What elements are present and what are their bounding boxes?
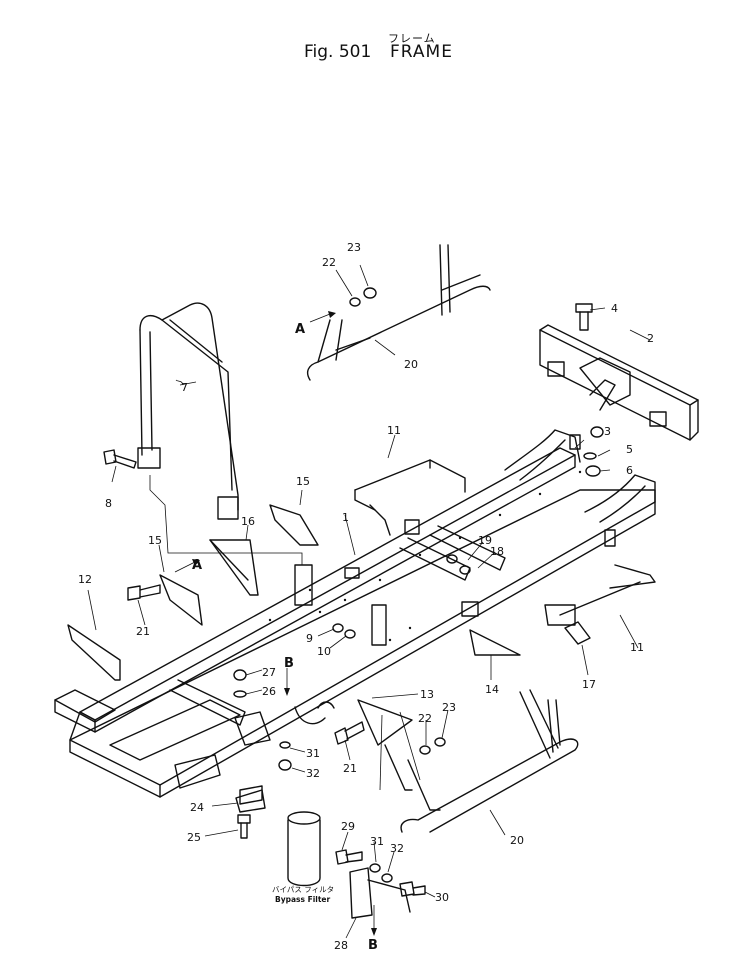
part-label-20b: 20 <box>510 834 524 847</box>
part-label-22a: 22 <box>322 256 336 269</box>
part-label-14: 14 <box>485 683 499 696</box>
part-label-15b: 15 <box>148 534 162 547</box>
part-label-6: 6 <box>626 464 633 477</box>
part-label-24: 24 <box>190 801 204 814</box>
part-label-28: 28 <box>334 939 348 952</box>
part-label-17: 17 <box>582 678 596 691</box>
part-label-30: 30 <box>435 891 449 904</box>
part-label-9: 9 <box>306 632 313 645</box>
part-label-31b: 31 <box>370 835 384 848</box>
part-label-20a: 20 <box>404 358 418 371</box>
leader-lines <box>87 264 639 939</box>
part-label-18: 18 <box>490 545 504 558</box>
part-label-25: 25 <box>187 831 201 844</box>
part-label-21a: 21 <box>136 625 150 638</box>
part-label-A-mid: A <box>192 558 202 573</box>
figure-title: FRAME <box>390 42 453 62</box>
part-label-4: 4 <box>611 302 618 315</box>
part-label-12: 12 <box>78 573 92 586</box>
title-japanese: フレーム <box>388 32 436 45</box>
part-labels: 23 22 A 20 4 2 7 3 11 5 6 8 15 1 16 19 1… <box>78 241 654 953</box>
lower-rail-drawing <box>400 689 579 833</box>
part-label-B-bottom: B <box>368 938 378 953</box>
part-label-26: 26 <box>262 685 276 698</box>
part-label-19: 19 <box>478 534 492 547</box>
part-label-7: 7 <box>181 381 188 394</box>
part-label-B-mid: B <box>284 656 294 671</box>
part-label-3: 3 <box>604 425 611 438</box>
part-label-13: 13 <box>420 688 434 701</box>
part-label-15a: 15 <box>296 475 310 488</box>
part-label-10: 10 <box>317 645 331 658</box>
part-label-5: 5 <box>626 443 633 456</box>
part-label-11a: 11 <box>387 424 401 437</box>
part-label-8: 8 <box>105 497 112 510</box>
part-label-23b: 23 <box>442 701 456 714</box>
part-label-22b: 22 <box>418 712 432 725</box>
bypass-filter-label-en: Bypass Filter <box>275 895 331 904</box>
upper-rail-drawing <box>306 244 491 381</box>
part-label-11b: 11 <box>630 641 644 654</box>
brackets-drawing <box>67 459 656 811</box>
main-frame-drawing <box>54 429 656 805</box>
part-label-A-top: A <box>295 322 305 337</box>
part-label-2: 2 <box>647 332 654 345</box>
part-label-29: 29 <box>341 820 355 833</box>
part-label-21b: 21 <box>343 762 357 775</box>
handrail-drawing <box>137 302 303 565</box>
part-label-23a: 23 <box>347 241 361 254</box>
part-label-1: 1 <box>342 511 349 524</box>
part-label-32b: 32 <box>390 842 404 855</box>
rear-bracket-drawing <box>539 303 699 449</box>
figure-number: Fig. 501 <box>304 42 372 62</box>
part-label-27: 27 <box>262 666 276 679</box>
part-label-31a: 31 <box>306 747 320 760</box>
bypass-filter-label-jp: バイパス フィルタ <box>272 885 334 894</box>
part-label-16: 16 <box>241 515 255 528</box>
part-label-32a: 32 <box>306 767 320 780</box>
